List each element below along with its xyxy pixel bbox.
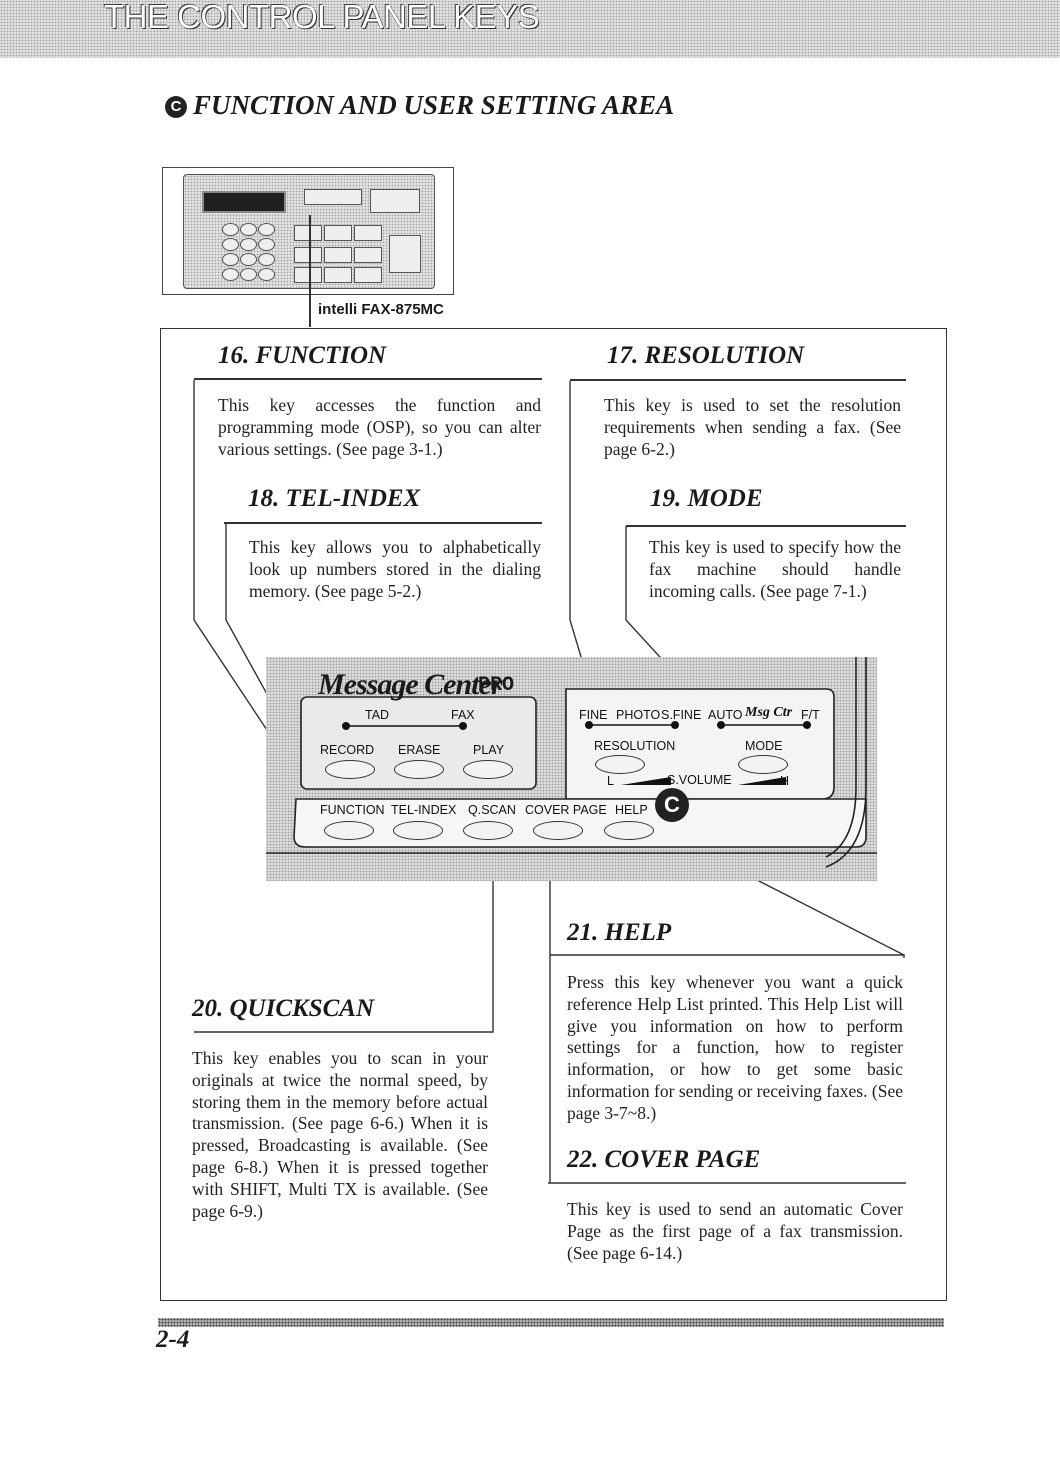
record-key[interactable] — [325, 760, 375, 779]
fine-label: FINE — [579, 708, 608, 722]
tel-index-text: This key allows you to alphabetically lo… — [249, 537, 541, 601]
help-text: Press this key whenever you want a quick… — [567, 972, 903, 1123]
thumb-leader-line — [309, 215, 311, 327]
cover-page-heading: 22. COVER PAGE — [567, 1146, 761, 1173]
msgctr-label: Msg Ctr — [745, 705, 793, 720]
fax-label: FAX — [451, 708, 475, 722]
volume-low-label: L — [607, 774, 614, 788]
content-frame — [160, 328, 947, 1301]
help-key[interactable] — [604, 821, 654, 840]
function-text: This key accesses the function and progr… — [218, 395, 541, 459]
mode-label: MODE — [745, 739, 783, 753]
section-title: FUNCTION AND USER SETTING AREA — [193, 90, 675, 120]
brand-logo: Message Center — [318, 668, 502, 701]
record-label: RECORD — [320, 743, 375, 757]
resolution-key[interactable] — [595, 755, 645, 774]
volume-label: S.VOLUME — [667, 773, 732, 787]
tel-index-key[interactable] — [393, 821, 443, 840]
photo-label: PHOTO — [616, 708, 661, 722]
resolution-heading: 17. RESOLUTION — [607, 342, 805, 369]
quickscan-heading: 20. QUICKSCAN — [192, 995, 374, 1022]
tel-index-heading: 18. TEL-INDEX — [248, 485, 421, 512]
page-number: 2-4 — [156, 1326, 190, 1353]
footer-band — [158, 1318, 944, 1327]
help-heading: 21. HELP — [567, 919, 672, 946]
lcd-display — [202, 191, 286, 213]
sfine-label: S.FINE — [661, 708, 702, 722]
page-header-title: THE CONTROL PANEL KEYS — [104, 0, 540, 35]
ft-label: F/T — [801, 708, 820, 722]
mode-text: This key is used to specify how the fax … — [649, 537, 901, 601]
tel-index-key-label: TEL-INDEX — [391, 803, 457, 817]
mode-heading: 19. MODE — [650, 485, 763, 512]
resolution-text: This key is used to set the resolution r… — [604, 395, 901, 459]
brand-suffix: PRO — [478, 674, 515, 697]
function-heading: 16. FUNCTION — [218, 342, 387, 369]
erase-key[interactable] — [394, 760, 444, 779]
play-key[interactable] — [463, 760, 513, 779]
mode-key[interactable] — [738, 755, 788, 774]
play-label: PLAY — [473, 743, 505, 757]
quickscan-text: This key enables you to scan in your ori… — [192, 1048, 488, 1221]
erase-label: ERASE — [398, 743, 441, 757]
resolution-label: RESOLUTION — [594, 739, 676, 753]
panel-marker-icon: C — [655, 788, 689, 822]
section-marker-icon: C — [165, 96, 187, 118]
qscan-key-label: Q.SCAN — [468, 803, 516, 817]
header-band — [0, 0, 1060, 58]
model-label: intelli FAX-875MC — [318, 301, 444, 318]
auto-label: AUTO — [708, 708, 743, 722]
volume-high-label: H — [780, 774, 790, 788]
coverpage-key[interactable] — [533, 821, 583, 840]
qscan-key[interactable] — [463, 821, 513, 840]
function-key-label: FUNCTION — [320, 803, 385, 817]
cover-page-text: This key is used to send an automatic Co… — [567, 1199, 903, 1263]
function-key[interactable] — [324, 821, 374, 840]
help-key-label: HELP — [615, 803, 648, 817]
coverpage-key-label: COVER PAGE — [525, 803, 607, 817]
tad-label: TAD — [365, 708, 390, 722]
